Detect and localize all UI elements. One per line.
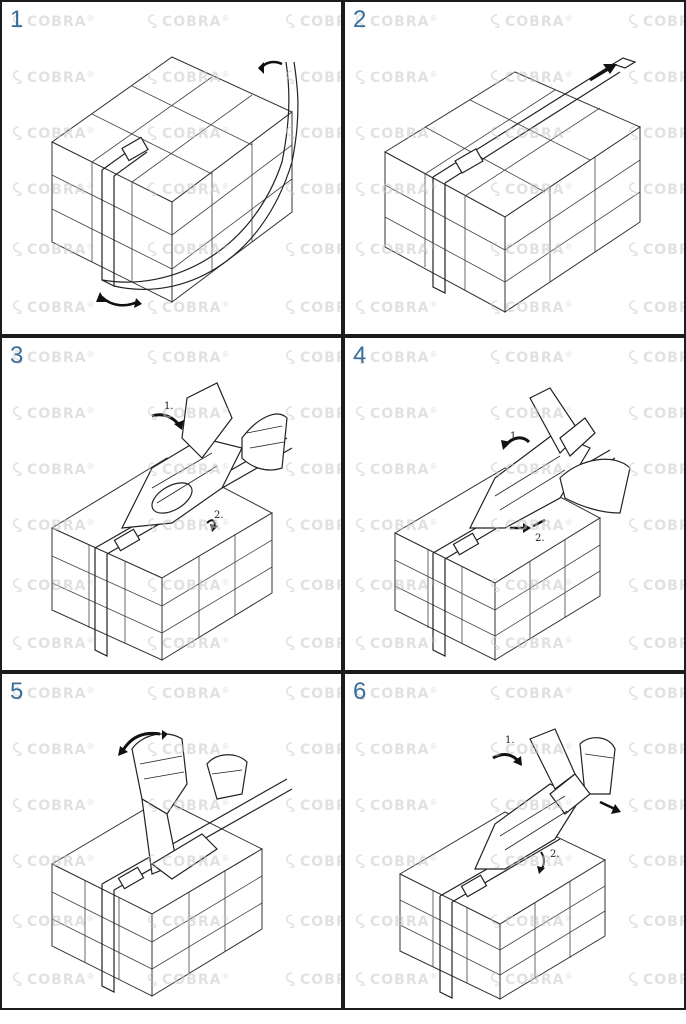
tensioner-tool-illustration xyxy=(50,730,293,997)
step-number: 1 xyxy=(10,6,24,33)
tensioner-tool-illustration xyxy=(398,728,621,1000)
sub-step-label: 2. xyxy=(550,849,560,860)
step-panel-4: 4 xyxy=(345,338,684,670)
boxes-with-strap-illustration xyxy=(51,56,299,308)
sub-step-label: 2. xyxy=(214,510,224,521)
sub-step-label: 1. xyxy=(510,431,520,442)
step-panel-6: 6 xyxy=(345,674,684,1008)
step-number: 4 xyxy=(353,342,367,369)
step-panel-5: 5 xyxy=(2,674,341,1008)
step-number: 6 xyxy=(353,678,367,705)
step-number: 2 xyxy=(353,6,367,33)
step-number: 3 xyxy=(10,342,24,369)
step-panel-2: 2 xyxy=(345,2,684,334)
tensioner-tool-illustration xyxy=(393,387,631,661)
step-panel-1: 1 xyxy=(2,2,341,334)
sub-step-label: 1. xyxy=(164,401,174,412)
step-number: 5 xyxy=(10,678,24,705)
boxes-with-strap-illustration xyxy=(384,57,642,313)
tensioner-tool-illustration xyxy=(50,382,293,661)
sub-step-label: 2. xyxy=(535,533,545,544)
step-panel-3: 3 xyxy=(2,338,341,670)
sub-step-label: 1. xyxy=(505,735,515,746)
